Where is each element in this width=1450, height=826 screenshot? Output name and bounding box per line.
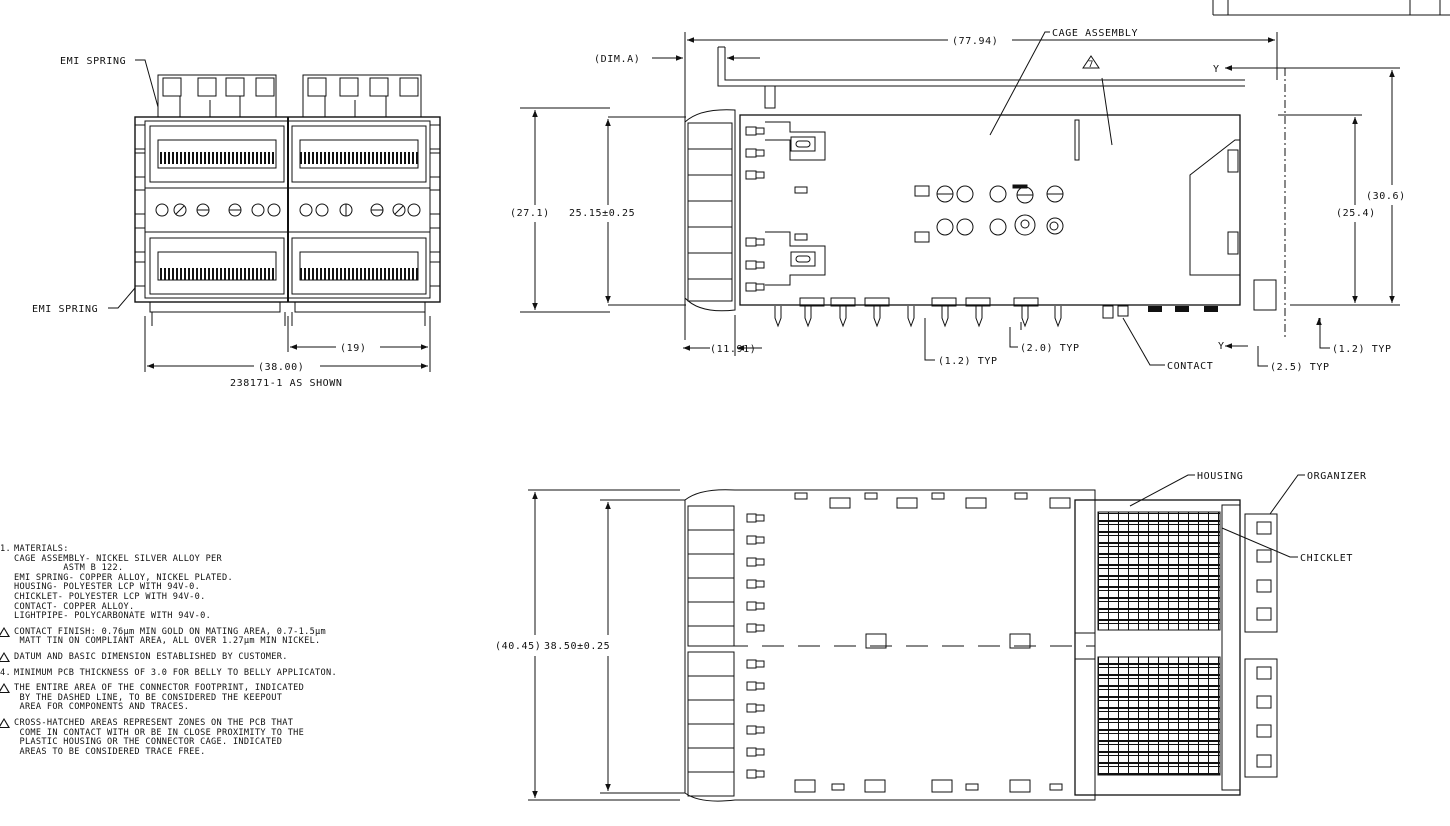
- delta-note-icon: [0, 651, 10, 662]
- dim-30-6: (30.6): [1366, 191, 1406, 202]
- front-view: [108, 59, 441, 372]
- lightpipe-group-right: [302, 74, 422, 118]
- note-line: CONTACT- COPPER ALLOY.: [14, 601, 135, 612]
- note-item: THE ENTIRE AREA OF THE CONNECTOR FOOTPRI…: [0, 683, 470, 713]
- delta-note-icon: [0, 683, 10, 694]
- label-housing: HOUSING: [1197, 471, 1243, 482]
- note-line: COME IN CONTACT WITH OR BE IN CLOSE PROX…: [14, 727, 305, 738]
- dim-2-0-typ: (2.0) TYP: [1020, 343, 1080, 354]
- label-chicklet: CHICKLET: [1300, 553, 1353, 564]
- note-line: DATUM AND BASIC DIMENSION ESTABLISHED BY…: [14, 651, 288, 662]
- drawing-notes: 1.MATERIALS:CAGE ASSEMBLY- NICKEL SILVER…: [0, 544, 470, 763]
- side-view: [520, 31, 1400, 367]
- note-number: 4.: [0, 667, 11, 678]
- dim-a: (DIM.A): [594, 54, 640, 65]
- note-line: MINIMUM PCB THICKNESS OF 3.0 FOR BELLY T…: [14, 667, 337, 678]
- dim-27-1: (27.1): [510, 208, 550, 219]
- top-view: [528, 474, 1305, 802]
- dim-1-2-typ-b: (1.2) TYP: [1332, 344, 1392, 355]
- label-emi-spring-top: EMI SPRING: [60, 56, 126, 67]
- side-ribs: [134, 124, 441, 287]
- side-holes: [914, 184, 1064, 243]
- note-line: CROSS-HATCHED AREAS REPRESENT ZONES ON T…: [14, 717, 294, 728]
- note-line: AREA FOR COMPONENTS AND TRACES.: [14, 702, 190, 713]
- note-line: THE ENTIRE AREA OF THE CONNECTOR FOOTPRI…: [14, 683, 305, 694]
- dim-25-4: (25.4): [1336, 208, 1376, 219]
- note-item: CONTACT FINISH: 0.76µm MIN GOLD ON MATIN…: [0, 626, 470, 647]
- triangle-7-label: 7: [1088, 60, 1094, 70]
- note-line: AREAS TO BE CONSIDERED TRACE FREE.: [14, 746, 206, 757]
- dim-19: (19): [340, 343, 366, 354]
- label-emi-spring-bottom: EMI SPRING: [32, 304, 98, 315]
- note-line: LIGHTPIPE- POLYCARBONATE WITH 94V-0.: [14, 611, 212, 622]
- datum-y-bottom: Y: [1218, 341, 1225, 352]
- note-item: 1.MATERIALS:CAGE ASSEMBLY- NICKEL SILVER…: [0, 544, 470, 622]
- note-line: HOUSING- POLYESTER LCP WITH 94V-0.: [14, 582, 201, 593]
- title-block-corner: [1212, 0, 1450, 16]
- dim-1-2-typ-a: (1.2) TYP: [938, 356, 998, 367]
- front-small-tabs: [745, 126, 765, 292]
- top-view-latches: [687, 505, 735, 797]
- dim-38: (38.00): [258, 362, 304, 373]
- center-holes: [155, 203, 421, 217]
- dim-11-91: (11.91): [710, 344, 756, 355]
- datum-y-top: Y: [1213, 64, 1220, 75]
- note-item: CROSS-HATCHED AREAS REPRESENT ZONES ON T…: [0, 717, 470, 757]
- note-number: 1.: [0, 544, 11, 554]
- label-contact: CONTACT: [1167, 361, 1213, 372]
- note-line: ASTM B 122.: [14, 563, 124, 574]
- label-cage-assembly: CAGE ASSEMBLY: [1052, 28, 1138, 39]
- lightpipe-group-left: [157, 74, 277, 118]
- dim-38-50: 38.50±0.25: [544, 641, 610, 652]
- delta-note-icon: [0, 717, 10, 728]
- top-view-tabs: [746, 513, 765, 779]
- dim-2-5-typ: (2.5) TYP: [1270, 362, 1330, 373]
- dim-25-15: 25.15±0.25: [569, 208, 635, 219]
- dim-77-94: (77.94): [952, 36, 998, 47]
- edge-pads: [794, 492, 1071, 793]
- label-organizer: ORGANIZER: [1307, 471, 1367, 482]
- note-line: MATT TIN ON COMPLIANT AREA, ALL OVER 1.2…: [14, 636, 321, 647]
- note-line: CAGE ASSEMBLY- NICKEL SILVER ALLOY PER: [14, 553, 223, 564]
- part-number-shown: 238171-1 AS SHOWN: [230, 378, 343, 389]
- note-item: 4.MINIMUM PCB THICKNESS OF 3.0 FOR BELLY…: [0, 667, 470, 679]
- note-line: PLASTIC HOUSING OR THE CONNECTOR CAGE. I…: [14, 737, 283, 748]
- dim-40-45: (40.45): [495, 641, 541, 652]
- press-fit-pins: [774, 297, 1218, 328]
- front-latch-column: [687, 122, 733, 302]
- note-line: EMI SPRING- COPPER ALLOY, NICKEL PLATED.: [14, 572, 233, 583]
- note-line: BY THE DASHED LINE, TO BE CONSIDERED THE…: [14, 692, 283, 703]
- delta-note-icon: [0, 626, 10, 637]
- note-line: CONTACT FINISH: 0.76µm MIN GOLD ON MATIN…: [14, 626, 327, 637]
- note-line: MATERIALS:: [14, 544, 69, 554]
- note-line: CHICKLET- POLYESTER LCP WITH 94V-0.: [14, 591, 206, 602]
- note-item: DATUM AND BASIC DIMENSION ESTABLISHED BY…: [0, 651, 470, 663]
